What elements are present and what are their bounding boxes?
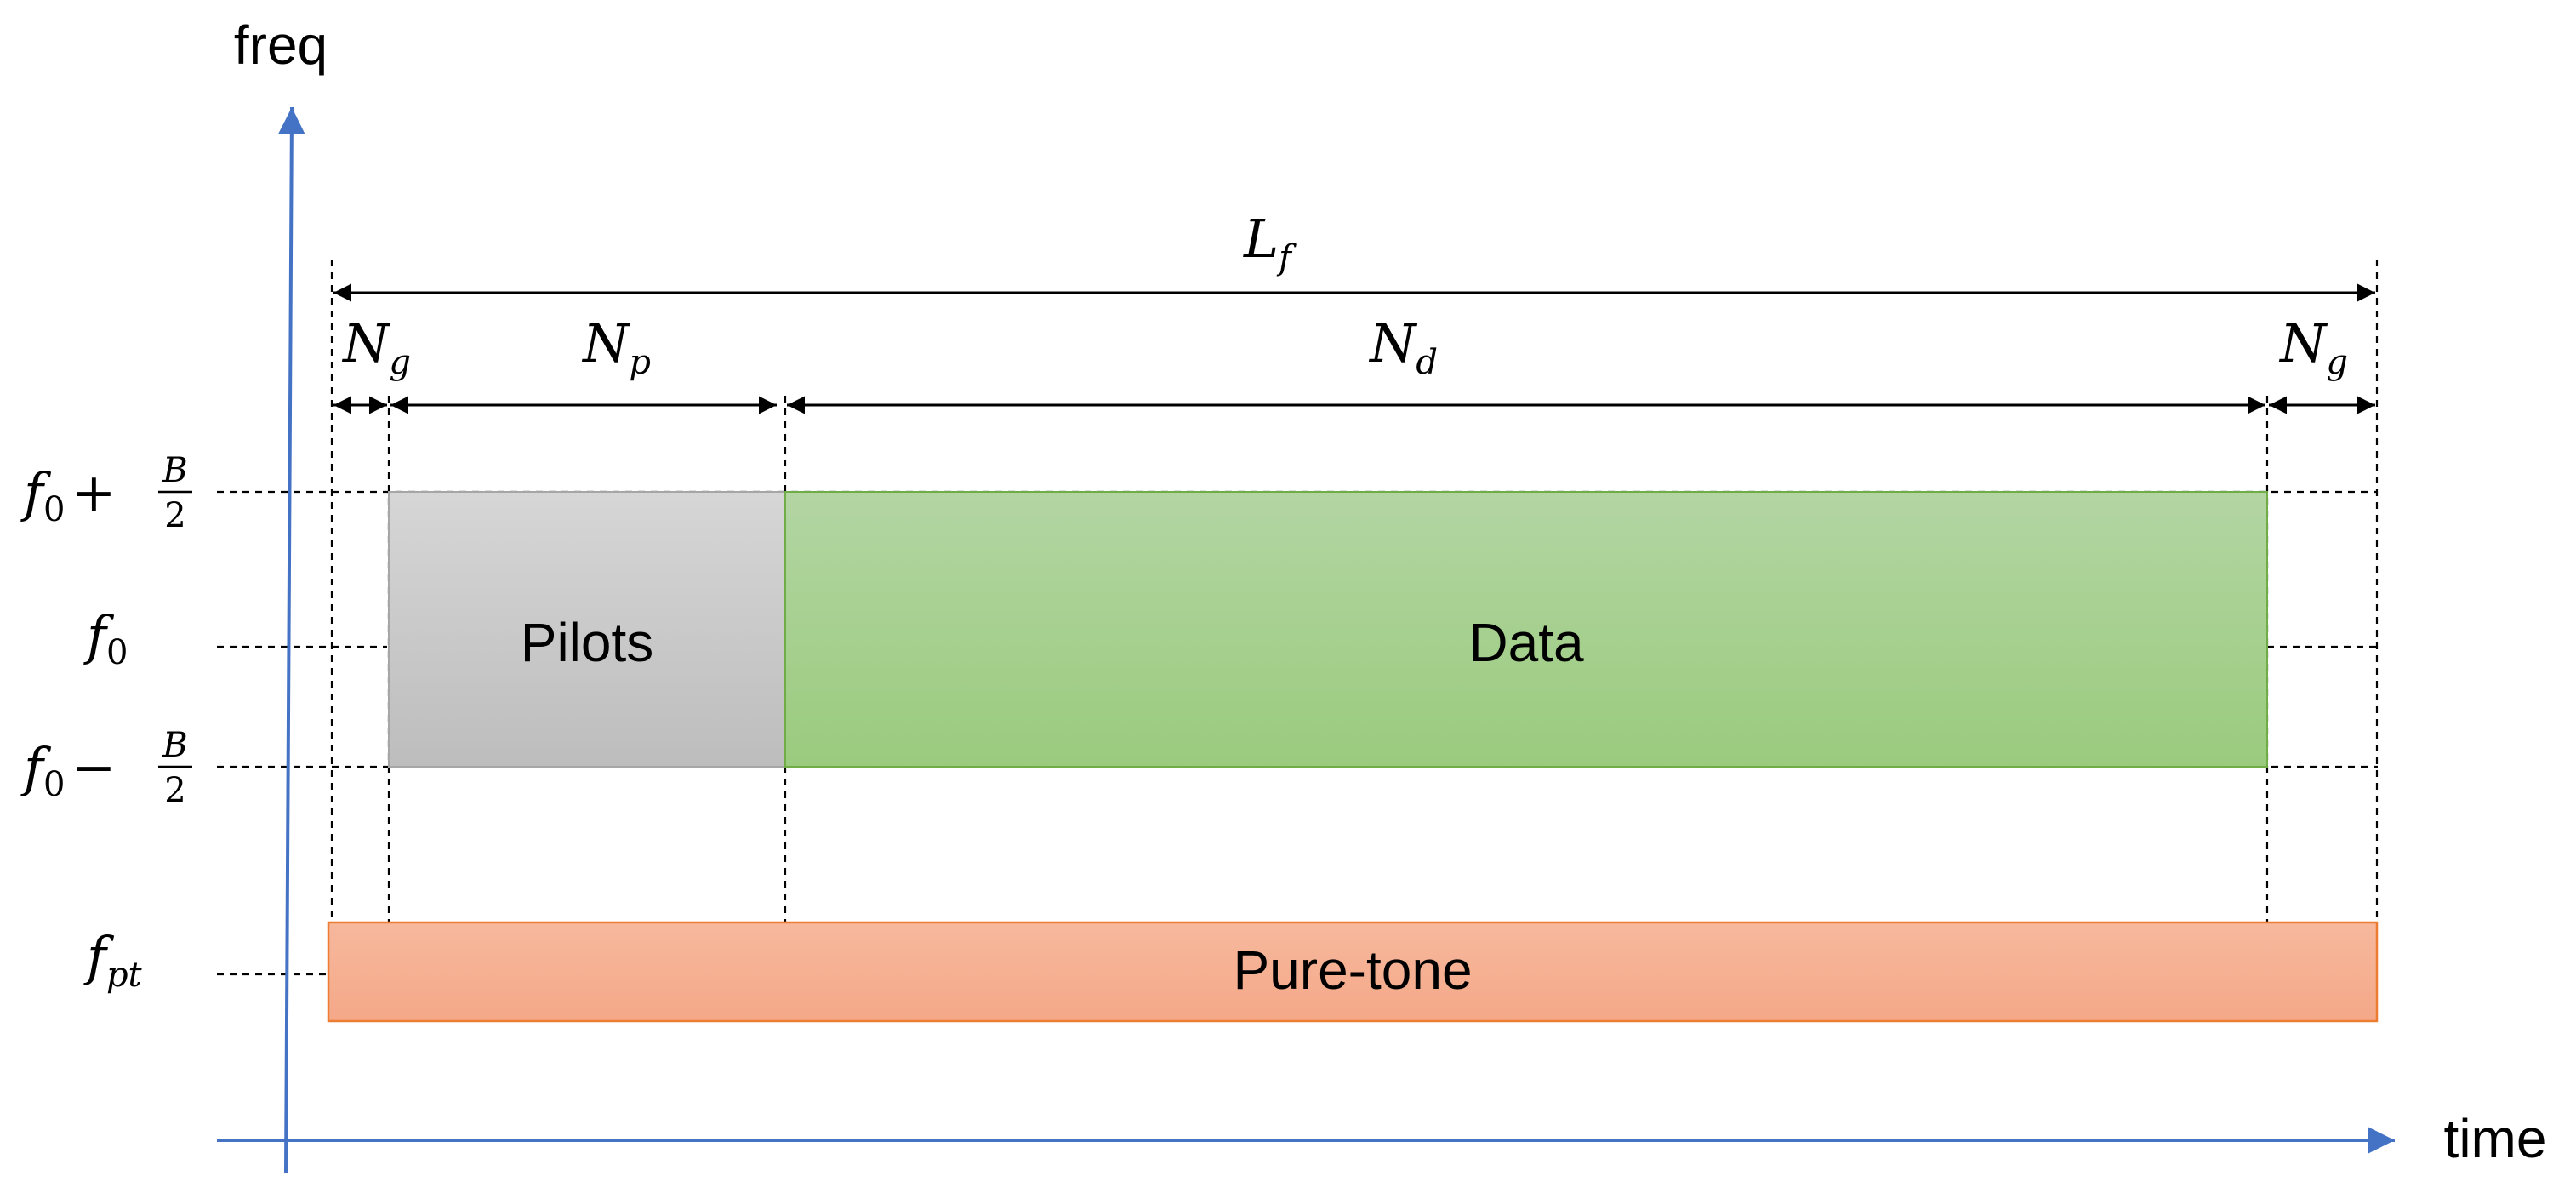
time-axis-label: time [2444, 1108, 2547, 1169]
lower-frac-num: B [162, 726, 187, 765]
upper-frac-den: 2 [164, 496, 185, 535]
pure-tone-label: Pure-tone [1233, 939, 1472, 1001]
data-label: Data [1468, 612, 1584, 673]
freq-label-pure-tone: fpt [83, 925, 143, 995]
freq-axis-label: freq [234, 14, 328, 76]
svg-text:f0−: f0− [20, 736, 116, 804]
pilots-label: Pilots [521, 612, 654, 673]
pilots-length-label: Np [581, 312, 651, 382]
freq-label-center: f0 [83, 604, 128, 672]
pure-tone-block [327, 921, 2379, 1023]
guard-left-label: Ng [341, 312, 411, 382]
svg-text:f0+: f0+ [20, 461, 116, 529]
data-length-label: Nd [1368, 312, 1438, 382]
axes: freq time [217, 14, 2546, 1173]
freq-label-lower: f0− B 2 [20, 726, 192, 810]
data-block [784, 491, 2268, 768]
pilots-block [388, 491, 786, 768]
duration-arrows [333, 283, 2375, 414]
freq-label-upper: f0+ B 2 [20, 451, 192, 535]
frame-length-label: Lf [1243, 208, 1297, 277]
time-boundary-lines [330, 260, 2379, 923]
guard-right-label: Ng [2278, 312, 2348, 382]
freq-axis [277, 106, 305, 1173]
upper-frac-num: B [162, 451, 187, 490]
lower-frac-den: 2 [164, 771, 185, 810]
